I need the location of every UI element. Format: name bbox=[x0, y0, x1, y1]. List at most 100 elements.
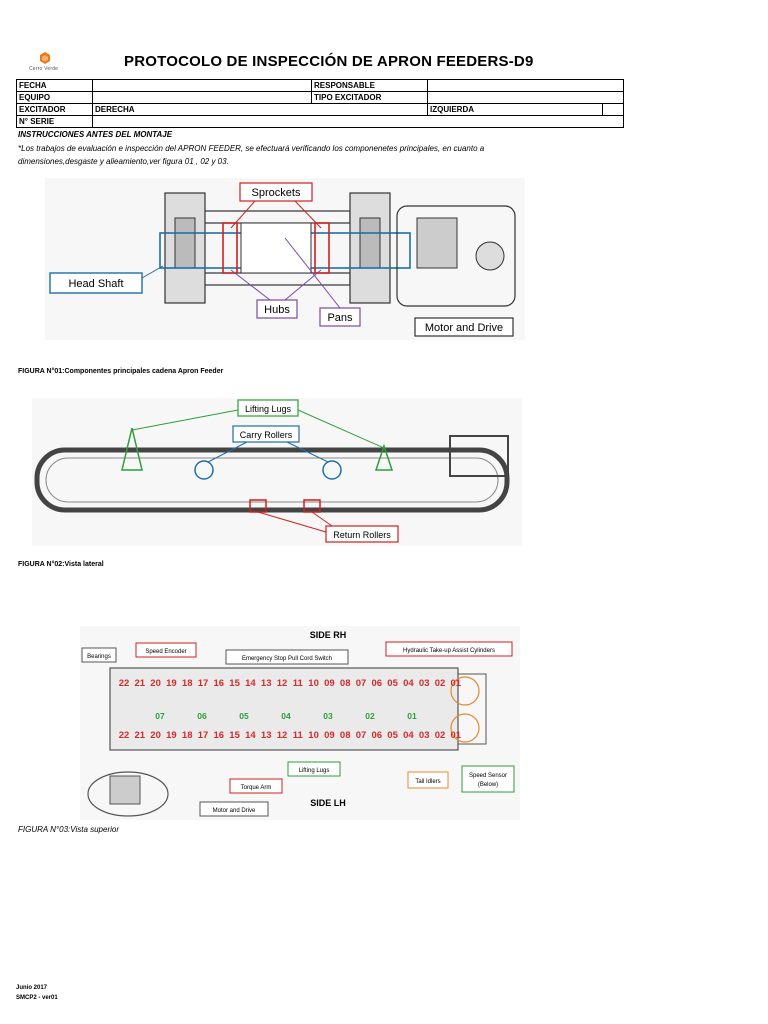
label-emergency-stop: Emergency Stop Pull Cord Switch bbox=[242, 656, 332, 662]
pan-number-bottom-18: 04 bbox=[403, 730, 414, 741]
label-head-shaft: Head Shaft bbox=[68, 278, 123, 290]
pan-number-top-11: 11 bbox=[293, 678, 304, 689]
roller-number-6: 01 bbox=[407, 711, 417, 721]
pan-number-top-21: 01 bbox=[451, 678, 462, 689]
company-logo-text: Cerro Verde bbox=[29, 66, 59, 72]
pan-number-top-10: 12 bbox=[277, 678, 288, 689]
pan-number-bottom-12: 10 bbox=[308, 730, 319, 741]
label-side-lh: SIDE LH bbox=[310, 798, 346, 808]
pan-number-bottom-4: 18 bbox=[182, 730, 193, 741]
figure-1-components-diagram: Sprockets Head Shaft Hubs Pans Motor and… bbox=[45, 178, 525, 340]
pan-number-bottom-15: 07 bbox=[356, 730, 367, 741]
figure-2-side-view-diagram: Lifting Lugs Carry Rollers Return Roller… bbox=[32, 398, 522, 546]
serie-field[interactable] bbox=[92, 115, 624, 128]
izquierda-field[interactable]: IZQUIERDA bbox=[427, 103, 603, 116]
pan-number-bottom-16: 06 bbox=[372, 730, 383, 741]
roller-number-5: 02 bbox=[365, 711, 375, 721]
responsable-field[interactable] bbox=[427, 79, 624, 92]
pan-number-bottom-13: 09 bbox=[324, 730, 335, 741]
equipo-field[interactable] bbox=[92, 91, 312, 104]
label-motor-drive: Motor and Drive bbox=[425, 322, 503, 334]
pan-number-top-13: 09 bbox=[324, 678, 335, 689]
label-return-rollers: Return Rollers bbox=[333, 530, 391, 540]
figure-3-caption: FIGURA N°03:Vista superior bbox=[18, 825, 120, 834]
label-tail-idlers: Tail Idlers bbox=[415, 779, 440, 785]
pan-number-bottom-21: 01 bbox=[451, 730, 462, 741]
label-sprockets: Sprockets bbox=[252, 187, 301, 199]
izquierda-extra-cell[interactable] bbox=[602, 103, 624, 116]
label-speed-encoder: Speed Encoder bbox=[145, 649, 186, 655]
pan-number-top-7: 15 bbox=[229, 678, 240, 689]
pan-number-bottom-20: 02 bbox=[435, 730, 446, 741]
roller-number-2: 05 bbox=[239, 711, 249, 721]
label-hydraulic-cylinders: Hydraulic Take-up Assist Cylinders bbox=[403, 648, 495, 654]
label-torque-arm: Torque Arm bbox=[241, 785, 272, 791]
label-side-rh: SIDE RH bbox=[310, 630, 347, 640]
tipo-excitador-field[interactable] bbox=[427, 91, 624, 104]
derecha-field[interactable]: DERECHA bbox=[92, 103, 428, 116]
pan-number-top-5: 17 bbox=[198, 678, 209, 689]
company-logo-mark bbox=[40, 52, 50, 64]
pan-number-bottom-7: 15 bbox=[229, 730, 240, 741]
pan-number-bottom-9: 13 bbox=[261, 730, 272, 741]
figure-1-caption: FIGURA N°01:Componentes principales cade… bbox=[18, 368, 224, 375]
pan-number-top-14: 08 bbox=[340, 678, 351, 689]
pan-number-top-0: 22 bbox=[119, 678, 130, 689]
label-hubs: Hubs bbox=[264, 304, 290, 316]
pan-number-bottom-11: 11 bbox=[293, 730, 304, 741]
fecha-label: FECHA bbox=[16, 79, 93, 92]
serie-label: N° SERIE bbox=[16, 115, 93, 128]
equipo-label: EQUIPO bbox=[16, 91, 93, 104]
pan-number-top-20: 02 bbox=[435, 678, 446, 689]
roller-number-0: 07 bbox=[155, 711, 165, 721]
pan-number-top-16: 06 bbox=[372, 678, 383, 689]
pan-number-bottom-6: 16 bbox=[214, 730, 225, 741]
label-speed-sensor-below: (Below) bbox=[478, 782, 498, 788]
pan-number-top-18: 04 bbox=[403, 678, 414, 689]
pan-number-bottom-5: 17 bbox=[198, 730, 209, 741]
instructions-body: *Los trabajos de evaluación e inspección… bbox=[18, 144, 485, 166]
pan-number-top-3: 19 bbox=[166, 678, 177, 689]
pan-number-top-17: 05 bbox=[387, 678, 398, 689]
izquierda-label: IZQUIERDA bbox=[430, 105, 474, 114]
derecha-label: DERECHA bbox=[95, 105, 135, 114]
pan-number-top-8: 14 bbox=[245, 678, 256, 689]
pan-number-bottom-17: 05 bbox=[387, 730, 398, 741]
tipo-excitador-label: TIPO EXCITADOR bbox=[311, 91, 428, 104]
pan-number-bottom-14: 08 bbox=[340, 730, 351, 741]
fecha-field[interactable] bbox=[92, 79, 312, 92]
pan-number-bottom-10: 12 bbox=[277, 730, 288, 741]
pan-number-top-1: 21 bbox=[135, 678, 146, 689]
pan-number-top-4: 18 bbox=[182, 678, 193, 689]
roller-number-3: 04 bbox=[281, 711, 291, 721]
footer-version: SMCP2 - ver01 bbox=[16, 995, 58, 1001]
pan-number-bottom-8: 14 bbox=[245, 730, 256, 741]
pan-number-bottom-19: 03 bbox=[419, 730, 430, 741]
label-motor-drive-top: Motor and Drive bbox=[213, 808, 256, 814]
pan-number-top-19: 03 bbox=[419, 678, 430, 689]
label-lifting-lugs: Lifting Lugs bbox=[245, 404, 292, 414]
figure-2-caption: FIGURA N°02:Vista lateral bbox=[18, 561, 104, 568]
pan-number-top-15: 07 bbox=[356, 678, 367, 689]
excitador-label: EXCITADOR bbox=[16, 103, 93, 116]
responsable-label: RESPONSABLE bbox=[311, 79, 428, 92]
footer-date: Junio 2017 bbox=[16, 985, 48, 991]
label-speed-sensor: Speed Sensor bbox=[469, 773, 507, 779]
label-lifting-lugs-top: Lifting Lugs bbox=[299, 768, 330, 774]
pan-number-bottom-3: 19 bbox=[166, 730, 177, 741]
label-carry-rollers: Carry Rollers bbox=[240, 430, 293, 440]
label-pans: Pans bbox=[327, 312, 353, 324]
figure-3-top-view-diagram: SIDE RH SIDE LH 22 21 20 19 18 17 16 15 14 13 12 11… bbox=[80, 626, 520, 820]
pan-number-top-12: 10 bbox=[308, 678, 319, 689]
pan-number-top-2: 20 bbox=[150, 678, 161, 689]
pan-number-bottom-0: 22 bbox=[119, 730, 130, 741]
instructions-title: INSTRUCCIONES ANTES DEL MONTAJE bbox=[18, 130, 173, 139]
roller-number-1: 06 bbox=[197, 711, 207, 721]
inspection-header-table: FECHA RESPONSABLE EQUIPO TIPO EXCITADOR … bbox=[16, 79, 624, 128]
label-bearings: Bearings bbox=[87, 654, 111, 660]
page-title: PROTOCOLO DE INSPECCIÓN DE APRON FEEDERS… bbox=[124, 53, 534, 70]
pan-number-bottom-2: 20 bbox=[150, 730, 161, 741]
